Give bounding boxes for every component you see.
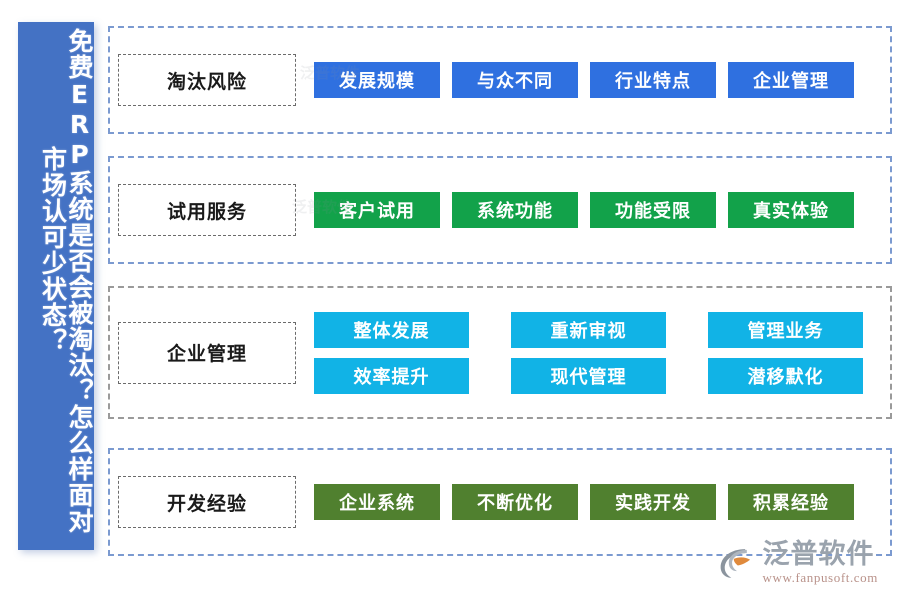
section-row-1-content: 淘汰风险 发展规模 与众不同 行业特点 企业管理 xyxy=(110,28,890,132)
chip-group-1: 发展规模 与众不同 行业特点 企业管理 xyxy=(314,62,890,98)
chip-item[interactable]: 真实体验 xyxy=(728,192,854,228)
chip-item[interactable]: 积累经验 xyxy=(728,484,854,520)
chip-item[interactable]: 现代管理 xyxy=(511,357,666,394)
section-row-2: 试用服务 客户试用 系统功能 功能受限 真实体验 xyxy=(108,156,892,264)
logo-text-block: 泛普软件 www.fanpusoft.com xyxy=(762,541,878,584)
section-label-1: 淘汰风险 xyxy=(118,54,296,106)
vertical-title-banner: 免费ERP系统是否会被淘汰？怎么样面对 市场认可少状态？ xyxy=(18,22,94,550)
section-label-2: 试用服务 xyxy=(118,184,296,236)
section-row-4: 开发经验 企业系统 不断优化 实践开发 积累经验 xyxy=(108,448,892,556)
section-label-4: 开发经验 xyxy=(118,476,296,528)
chip-group-4: 企业系统 不断优化 实践开发 积累经验 xyxy=(314,484,890,520)
chip-item[interactable]: 管理业务 xyxy=(708,311,863,348)
logo-company-name: 泛普软件 xyxy=(762,539,875,570)
chip-item[interactable]: 客户试用 xyxy=(314,192,440,228)
chip-group-2: 客户试用 系统功能 功能受限 真实体验 xyxy=(314,192,890,228)
banner-title-main: 免费ERP系统是否会被淘汰？怎么样面对 xyxy=(65,28,94,534)
chip-item[interactable]: 效率提升 xyxy=(314,357,469,394)
chip-item[interactable]: 与众不同 xyxy=(452,62,578,98)
chip-item[interactable]: 企业系统 xyxy=(314,484,440,520)
chip-item[interactable]: 企业管理 xyxy=(728,62,854,98)
section-label-3: 企业管理 xyxy=(118,321,296,384)
chip-item[interactable]: 潜移默化 xyxy=(708,357,863,394)
chip-item[interactable]: 行业特点 xyxy=(590,62,716,98)
section-row-1: 淘汰风险 发展规模 与众不同 行业特点 企业管理 xyxy=(108,26,892,134)
banner-title-secondary: 市场认可少状态？ xyxy=(38,146,68,354)
fanpu-logo-icon xyxy=(721,548,751,578)
chip-item[interactable]: 发展规模 xyxy=(314,62,440,98)
chip-item[interactable]: 功能受限 xyxy=(590,192,716,228)
logo-website-url: www.fanpusoft.com xyxy=(762,570,878,585)
chip-item[interactable]: 不断优化 xyxy=(452,484,578,520)
chip-item[interactable]: 整体发展 xyxy=(314,311,469,348)
section-row-3-content: 企业管理 整体发展 重新审视 管理业务 效率提升 现代管理 潜移默化 xyxy=(110,288,890,417)
chip-item[interactable]: 系统功能 xyxy=(452,192,578,228)
section-row-2-content: 试用服务 客户试用 系统功能 功能受限 真实体验 xyxy=(110,158,890,262)
brand-logo: 泛普软件 www.fanpusoft.com xyxy=(717,541,878,584)
chip-item[interactable]: 实践开发 xyxy=(590,484,716,520)
section-row-3: 企业管理 整体发展 重新审视 管理业务 效率提升 现代管理 潜移默化 xyxy=(108,286,892,419)
chip-group-3: 整体发展 重新审视 管理业务 效率提升 现代管理 潜移默化 xyxy=(314,311,874,394)
chip-item[interactable]: 重新审视 xyxy=(511,311,666,348)
section-row-4-content: 开发经验 企业系统 不断优化 实践开发 积累经验 xyxy=(110,450,890,554)
